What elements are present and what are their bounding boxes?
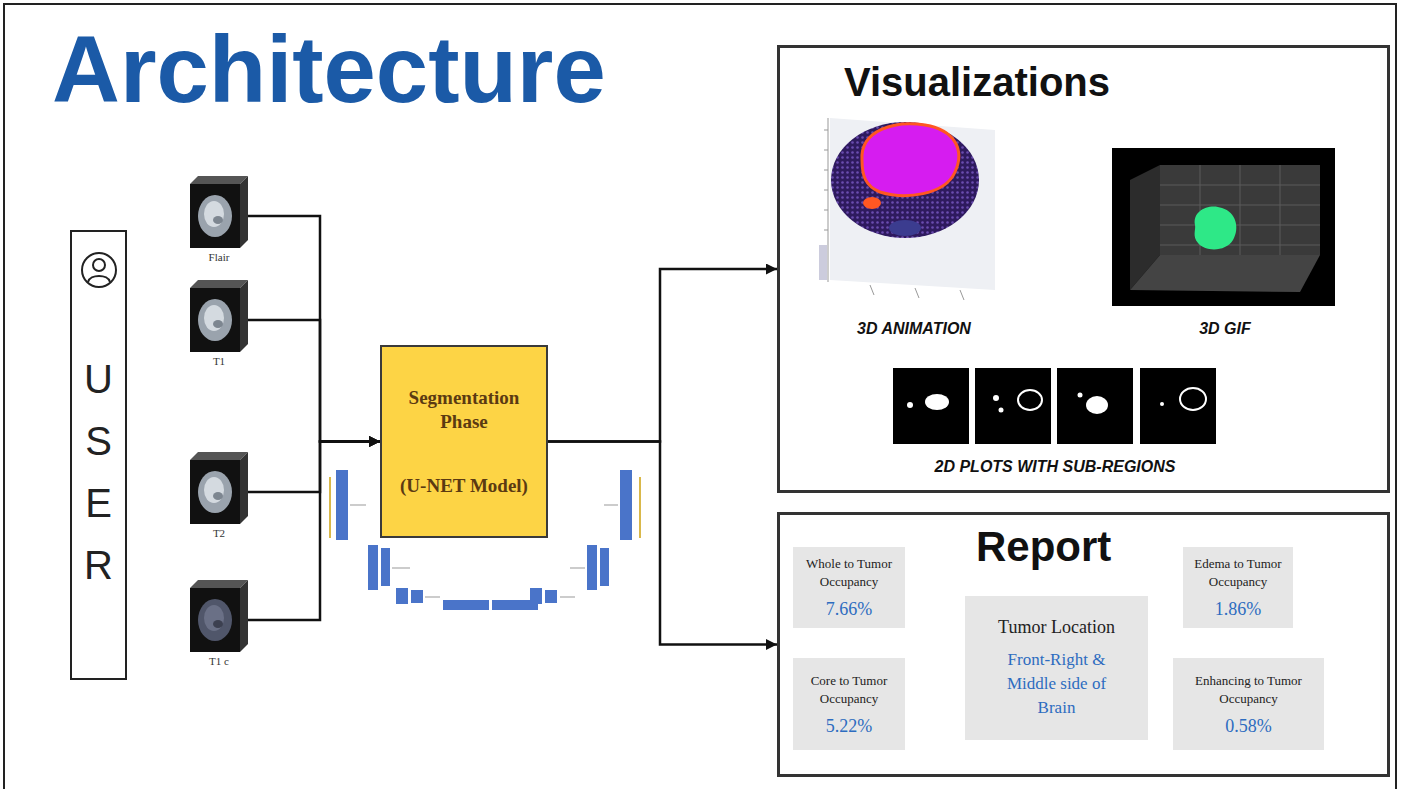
node-value: 7.66%	[826, 599, 873, 620]
node-text: Flair	[209, 251, 230, 263]
flow-connector	[248, 442, 380, 493]
caption-label: 3D ANIMATION	[857, 320, 971, 338]
user-icon	[79, 250, 119, 290]
diagram-title: Architecture	[52, 16, 606, 124]
flow-connector	[248, 216, 380, 442]
node-value: Front-Right & Middle side of Brain	[987, 648, 1127, 720]
mri-cube	[190, 176, 248, 248]
flow-connector	[548, 269, 777, 442]
metric-box: Whole to Tumor Occupancy 7.66%	[793, 547, 905, 628]
node-text: T2	[213, 527, 225, 539]
caption-label: 2D PLOTS WITH SUB-REGIONS	[935, 458, 1176, 476]
node-text: Enhancing to Tumor Occupancy	[1181, 672, 1316, 708]
mri-image: Flair	[190, 176, 248, 263]
flow-connector	[248, 442, 380, 621]
node-value: (U-NET Model)	[400, 474, 528, 498]
metric-box: Core to Tumor Occupancy 5.22%	[793, 658, 905, 750]
metric-box: Enhancing to Tumor Occupancy 0.58%	[1173, 658, 1324, 750]
mri-cube	[190, 580, 248, 652]
flow-connector	[548, 442, 777, 645]
flow-connector	[248, 320, 380, 442]
unet-sketch	[330, 470, 640, 610]
node-text: Edema to Tumor Occupancy	[1191, 555, 1285, 591]
mri-image: T2	[190, 452, 248, 539]
node-text: USER	[79, 348, 119, 596]
node-text: Segmentation Phase	[400, 386, 528, 434]
brain-3d-plot	[819, 118, 995, 300]
node-text: T1 c	[209, 655, 229, 667]
output-panel: ReportWhole to Tumor Occupancy 7.66% Core …	[777, 512, 1390, 777]
mri-image: T1 c	[190, 580, 248, 667]
location-box: Tumor LocationFront-Right & Middle side …	[965, 596, 1148, 740]
mri-cube	[190, 452, 248, 524]
mri-cube	[190, 280, 248, 352]
sub-region-plots	[893, 368, 1216, 444]
mri-image: T1	[190, 280, 248, 367]
caption-label: 3D GIF	[1199, 320, 1251, 338]
node-text: Tumor Location	[998, 616, 1115, 638]
node-text: Whole to Tumor Occupancy	[801, 555, 897, 591]
tumor-3d-gif	[1112, 148, 1335, 306]
node-value: 0.58%	[1225, 716, 1272, 737]
node-text: T1	[213, 355, 225, 367]
user-box: USER	[70, 230, 127, 680]
node-text: Report	[976, 523, 1111, 571]
node-value: 5.22%	[826, 716, 873, 737]
output-panel: Visualizations	[777, 45, 1390, 493]
metric-box: Edema to Tumor Occupancy 1.86%	[1183, 547, 1293, 628]
node-text: Visualizations	[844, 60, 1110, 105]
process-box: Segmentation Phase (U-NET Model)	[380, 345, 548, 538]
node-text: Core to Tumor Occupancy	[801, 672, 897, 708]
node-value: 1.86%	[1215, 599, 1262, 620]
